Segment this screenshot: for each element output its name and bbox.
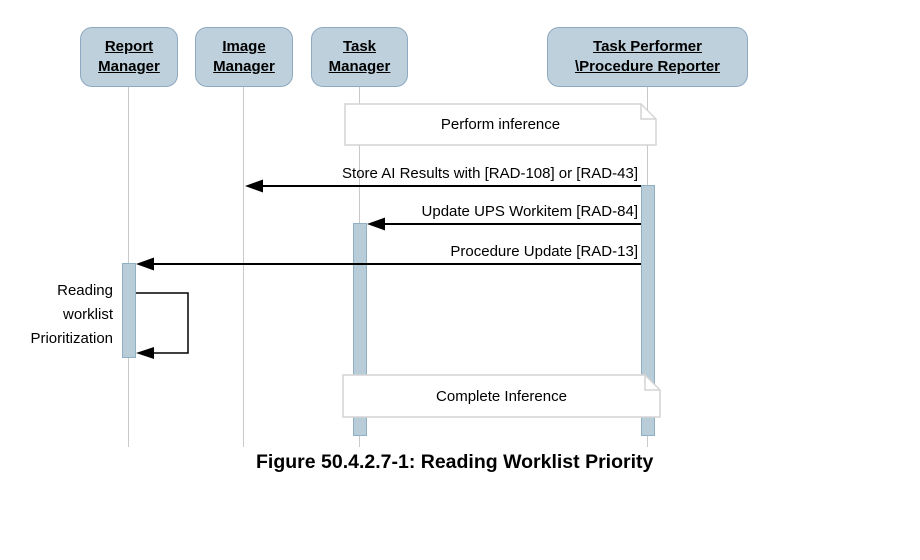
figure-caption: Figure 50.4.2.7-1: Reading Worklist Prio… xyxy=(256,451,654,473)
note-complete-inference-fold-icon xyxy=(644,375,660,391)
note-perform-inference-fold-icon xyxy=(640,104,656,120)
arrowhead-procedure-update-icon xyxy=(136,257,154,271)
actor-image-manager: Image Manager xyxy=(195,27,293,87)
actor-label-line: Manager xyxy=(328,58,391,75)
actor-task-performer: Task Performer \Procedure Reporter xyxy=(547,27,748,87)
activation-task-performer xyxy=(641,185,655,436)
actor-label-line: Task Performer xyxy=(593,38,702,55)
actor-label-line: Report xyxy=(104,38,154,55)
actor-label-line: Manager xyxy=(98,58,160,75)
note-perform-inference-shape xyxy=(344,103,657,146)
message-label-procedure-update: Procedure Update [RAD-13] xyxy=(450,243,638,260)
self-message-label-line: Prioritization xyxy=(30,330,113,347)
self-message-label-line: worklist xyxy=(62,306,113,323)
arrowhead-update-ups-workitem-icon xyxy=(367,217,385,231)
actor-label-line: Manager xyxy=(213,58,275,75)
note-complete-inference-shape xyxy=(342,374,661,418)
actor-report-manager: Report Manager xyxy=(80,27,178,87)
message-label-store-ai-results: Store AI Results with [RAD-108] or [RAD-… xyxy=(342,165,638,182)
note-label-perform-inference: Perform inference xyxy=(440,116,561,133)
actor-label-line: Task xyxy=(342,38,377,55)
message-label-update-ups-workitem: Update UPS Workitem [RAD-84] xyxy=(421,203,638,220)
self-message-label-line: Reading xyxy=(57,282,113,299)
actor-label-line: Image xyxy=(222,38,266,55)
self-message-label: Reading worklist Prioritization xyxy=(3,279,113,351)
actor-task-manager: Task Manager xyxy=(311,27,408,87)
actor-label-line: \Procedure Reporter xyxy=(574,58,721,75)
arrowhead-self-message-icon xyxy=(136,347,154,359)
note-label-complete-inference: Complete Inference xyxy=(436,387,567,405)
arrowhead-store-ai-results-icon xyxy=(245,179,263,193)
activation-report-manager xyxy=(122,263,136,358)
self-message-loop xyxy=(136,292,189,354)
lifeline-image-manager xyxy=(243,87,244,447)
